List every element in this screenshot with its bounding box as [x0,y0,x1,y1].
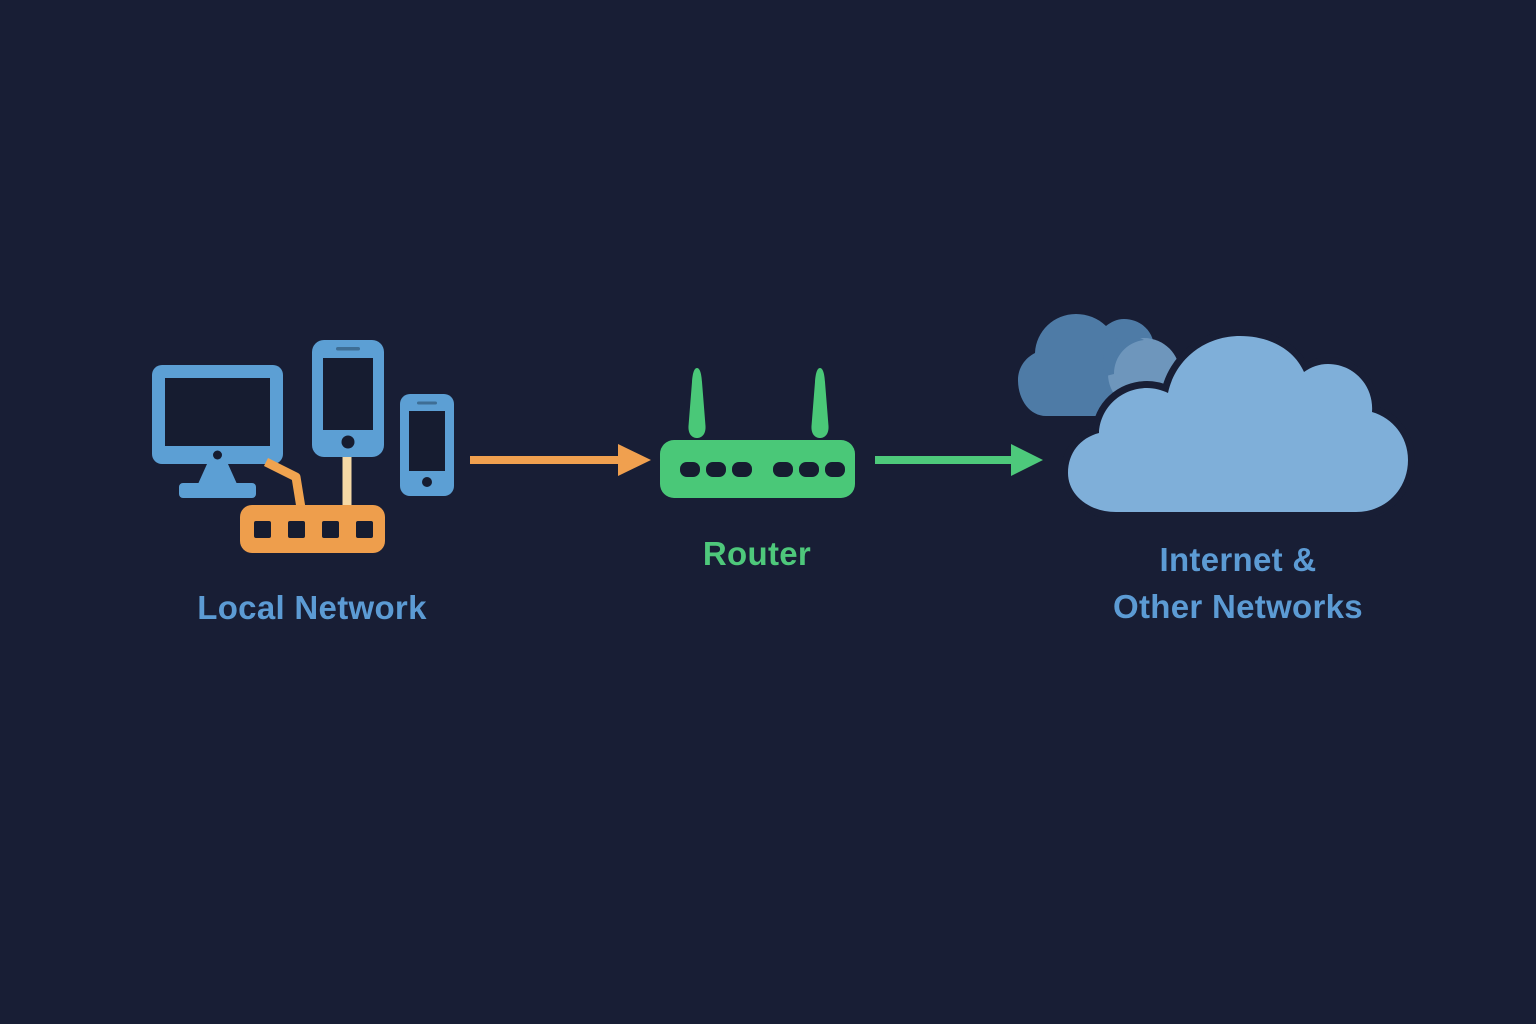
internet-label-line2: Other Networks [1113,588,1363,625]
cloud-front-icon [1061,329,1415,519]
router-icon [660,368,855,498]
arrow-local-to-router [470,444,651,476]
monitor-icon [152,365,283,498]
router-label: Router [702,535,812,572]
internet-label: Internet & Other Networks [1113,536,1363,630]
arrow-router-to-internet [875,444,1043,476]
tablet-icon [312,340,384,457]
internet-label-line1: Internet & [1159,541,1317,578]
cable-lines [263,457,352,509]
smartphone-icon [400,394,454,496]
network-switch-icon [240,505,385,553]
local-network-label: Local Network [197,589,427,626]
